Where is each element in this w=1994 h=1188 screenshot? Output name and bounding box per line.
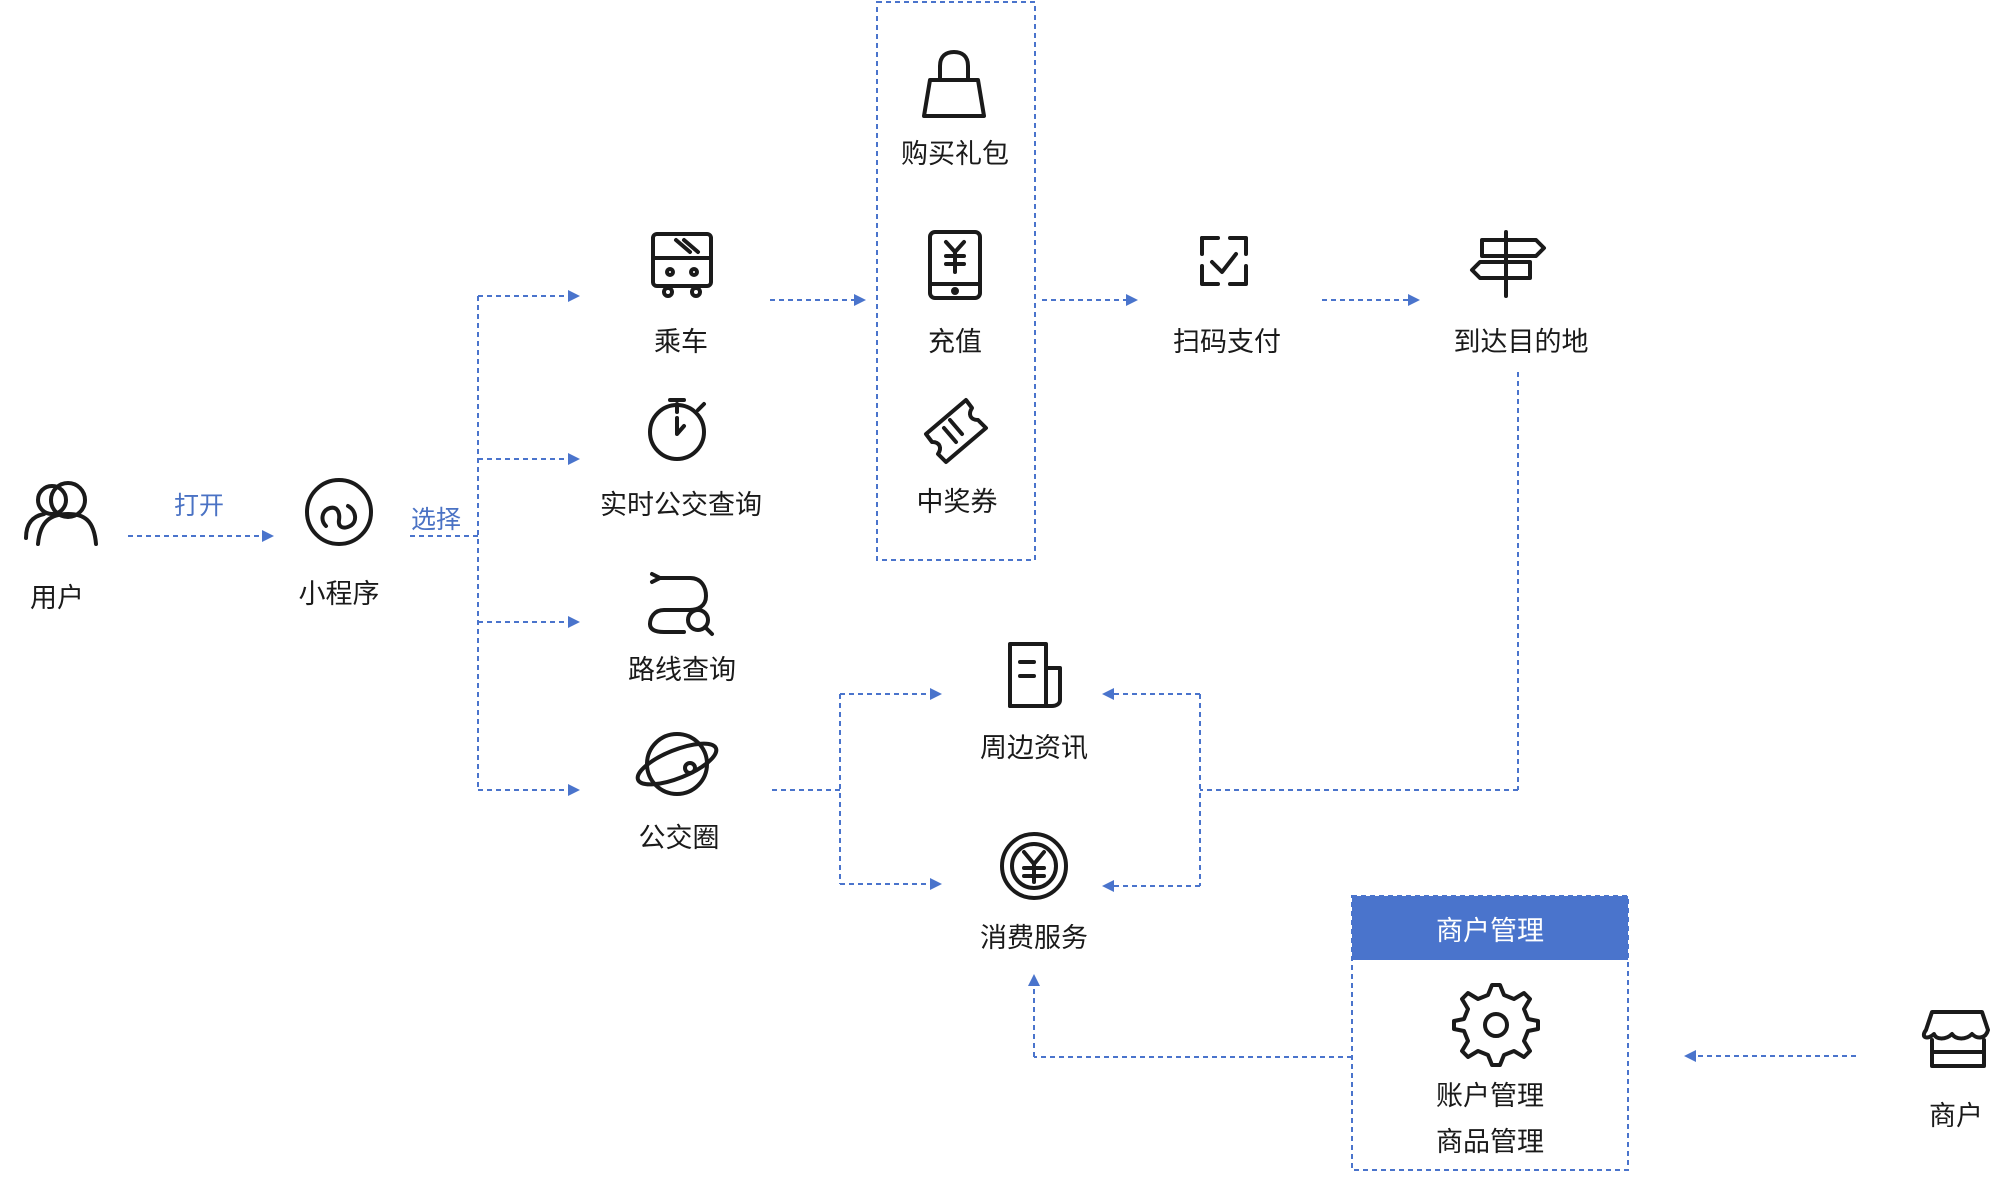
node-ride: 乘车 [654, 327, 708, 358]
node-consume-service: 消费服务 [980, 923, 1088, 954]
store-icon [1921, 1010, 1990, 1068]
node-goods-mgmt: 商品管理 [1436, 1127, 1544, 1158]
news-icon [1008, 642, 1062, 708]
bus-icon [651, 232, 713, 298]
shopping-bag-icon [922, 50, 986, 118]
node-merchant: 商户 [1929, 1101, 1983, 1132]
ticket-icon [924, 398, 988, 464]
node-scan-pay: 扫码支付 [1173, 327, 1281, 358]
coin-yuan-icon [1000, 832, 1068, 900]
node-bus-circle: 公交圈 [638, 823, 720, 854]
scan-icon [1200, 236, 1248, 286]
miniapp-icon [305, 478, 373, 546]
signpost-icon [1470, 230, 1546, 298]
payment-group-box [876, 1, 1036, 561]
node-nearby-info: 周边资讯 [980, 733, 1088, 764]
node-recharge: 充值 [928, 327, 982, 358]
node-buy-gift: 购买礼包 [901, 139, 1009, 170]
route-search-icon [648, 572, 714, 636]
node-arrive: 到达目的地 [1453, 327, 1589, 358]
phone-yuan-icon [928, 230, 982, 300]
node-user: 用户 [30, 583, 84, 614]
edge-label-open: 打开 [173, 491, 225, 520]
merchant-management-title: 商户管理 [1352, 896, 1628, 960]
planet-icon [635, 732, 719, 796]
stopwatch-icon [648, 398, 706, 461]
node-miniapp: 小程序 [298, 579, 380, 610]
gear-icon [1452, 983, 1540, 1067]
node-prize-ticket: 中奖券 [916, 487, 998, 518]
node-route-query: 路线查询 [628, 655, 736, 686]
node-account-mgmt: 账户管理 [1436, 1081, 1544, 1112]
users-icon [24, 481, 98, 546]
node-realtime-bus: 实时公交查询 [600, 490, 762, 521]
edge-label-select: 选择 [410, 505, 462, 534]
